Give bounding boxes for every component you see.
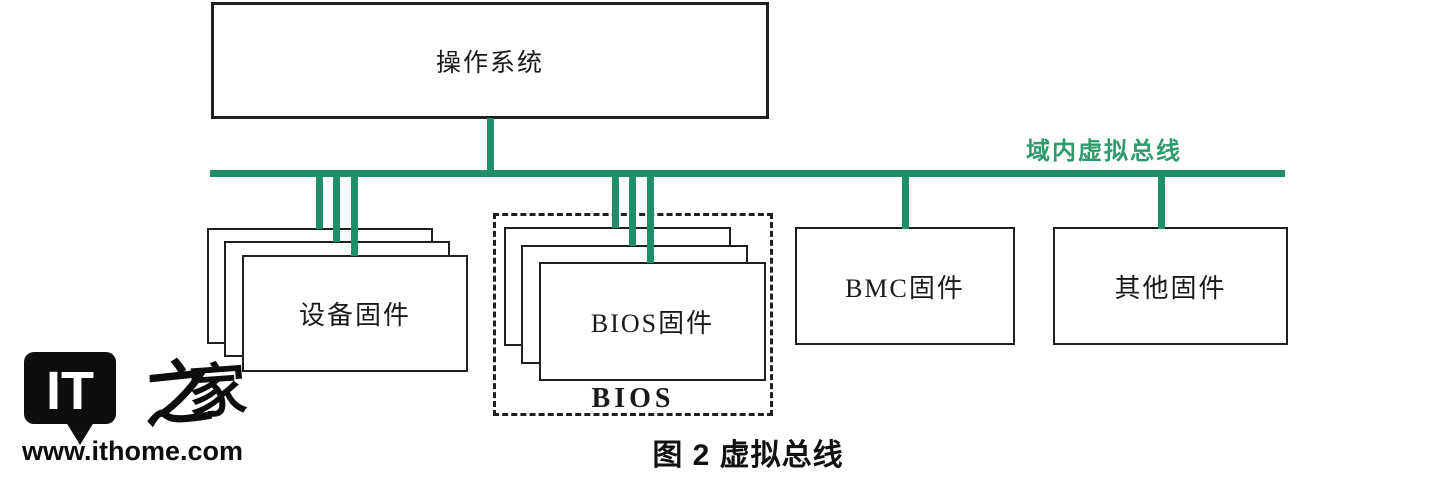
ithome-url-text: www.ithome.com	[22, 436, 244, 466]
logo-it-text: IT	[46, 361, 94, 421]
bios-connector-line-3	[647, 172, 654, 263]
bios-firmware-box: BIOS固件	[539, 262, 766, 381]
logo-jia-calligraphy: 家	[186, 357, 249, 426]
bios-group-label: BIOS	[591, 383, 675, 414]
bmc-connector-line	[902, 172, 909, 229]
ithome-watermark: IT 之 家 www.ithome.com	[22, 348, 249, 468]
figure-caption: 图 2 虚拟总线	[652, 439, 844, 472]
os-box: 操作系统	[211, 2, 769, 119]
other-firmware-label: 其他固件	[1114, 273, 1227, 303]
device-firmware-box: 设备固件	[242, 255, 468, 372]
bmc-firmware-box: BMC固件	[795, 227, 1015, 345]
os-bus-connector-line	[487, 118, 494, 174]
bios-connector-line-1	[612, 172, 619, 228]
logo-bubble-tail	[66, 422, 94, 445]
bus-label: 域内虚拟总线	[1026, 138, 1182, 165]
bios-firmware-label: BIOS固件	[590, 309, 715, 338]
logo-bubble-shape	[24, 352, 116, 424]
device-connector-line-3	[351, 172, 358, 256]
virtual-bus-line	[210, 170, 1285, 177]
bios-connector-line-2	[629, 172, 636, 246]
os-box-label: 操作系统	[435, 49, 544, 77]
ithome-logo-bubble-icon: IT	[24, 352, 116, 445]
other-firmware-box: 其他固件	[1053, 227, 1288, 345]
device-connector-line-2	[333, 172, 340, 242]
device-firmware-label: 设备固件	[298, 301, 411, 330]
device-connector-line-1	[316, 172, 323, 229]
other-connector-line	[1158, 172, 1165, 229]
bmc-firmware-label: BMC固件	[845, 273, 965, 303]
